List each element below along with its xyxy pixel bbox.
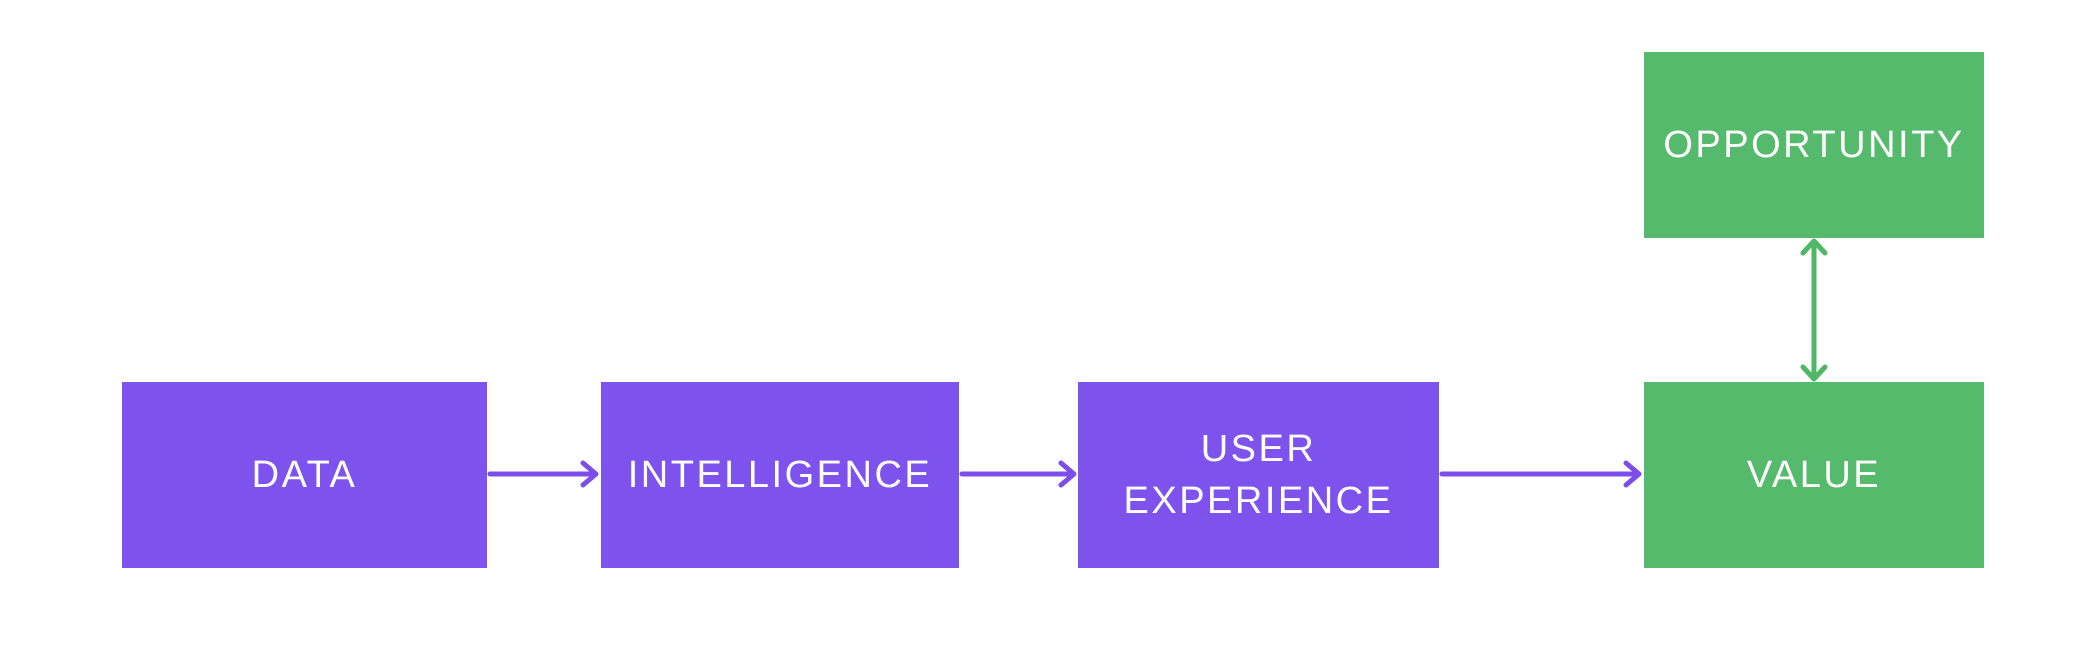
node-user-experience-label: USER EXPERIENCE <box>1123 427 1394 522</box>
arrow-intelligence-to-user-experience <box>959 460 1077 488</box>
node-opportunity-label: OPPORTUNITY <box>1663 123 1965 166</box>
node-data-label: DATA <box>251 453 358 496</box>
node-intelligence: INTELLIGENCE <box>601 382 959 568</box>
node-data: DATA <box>122 382 487 568</box>
arrow-data-to-intelligence <box>487 460 599 488</box>
node-intelligence-label: INTELLIGENCE <box>627 453 933 496</box>
arrow-user-experience-to-value <box>1439 460 1642 488</box>
node-opportunity: OPPORTUNITY <box>1644 52 1984 238</box>
node-user-experience: USER EXPERIENCE <box>1078 382 1439 568</box>
node-value-label: VALUE <box>1746 453 1882 496</box>
node-value: VALUE <box>1644 382 1984 568</box>
arrow-value-opportunity-bidirectional <box>1800 238 1828 382</box>
